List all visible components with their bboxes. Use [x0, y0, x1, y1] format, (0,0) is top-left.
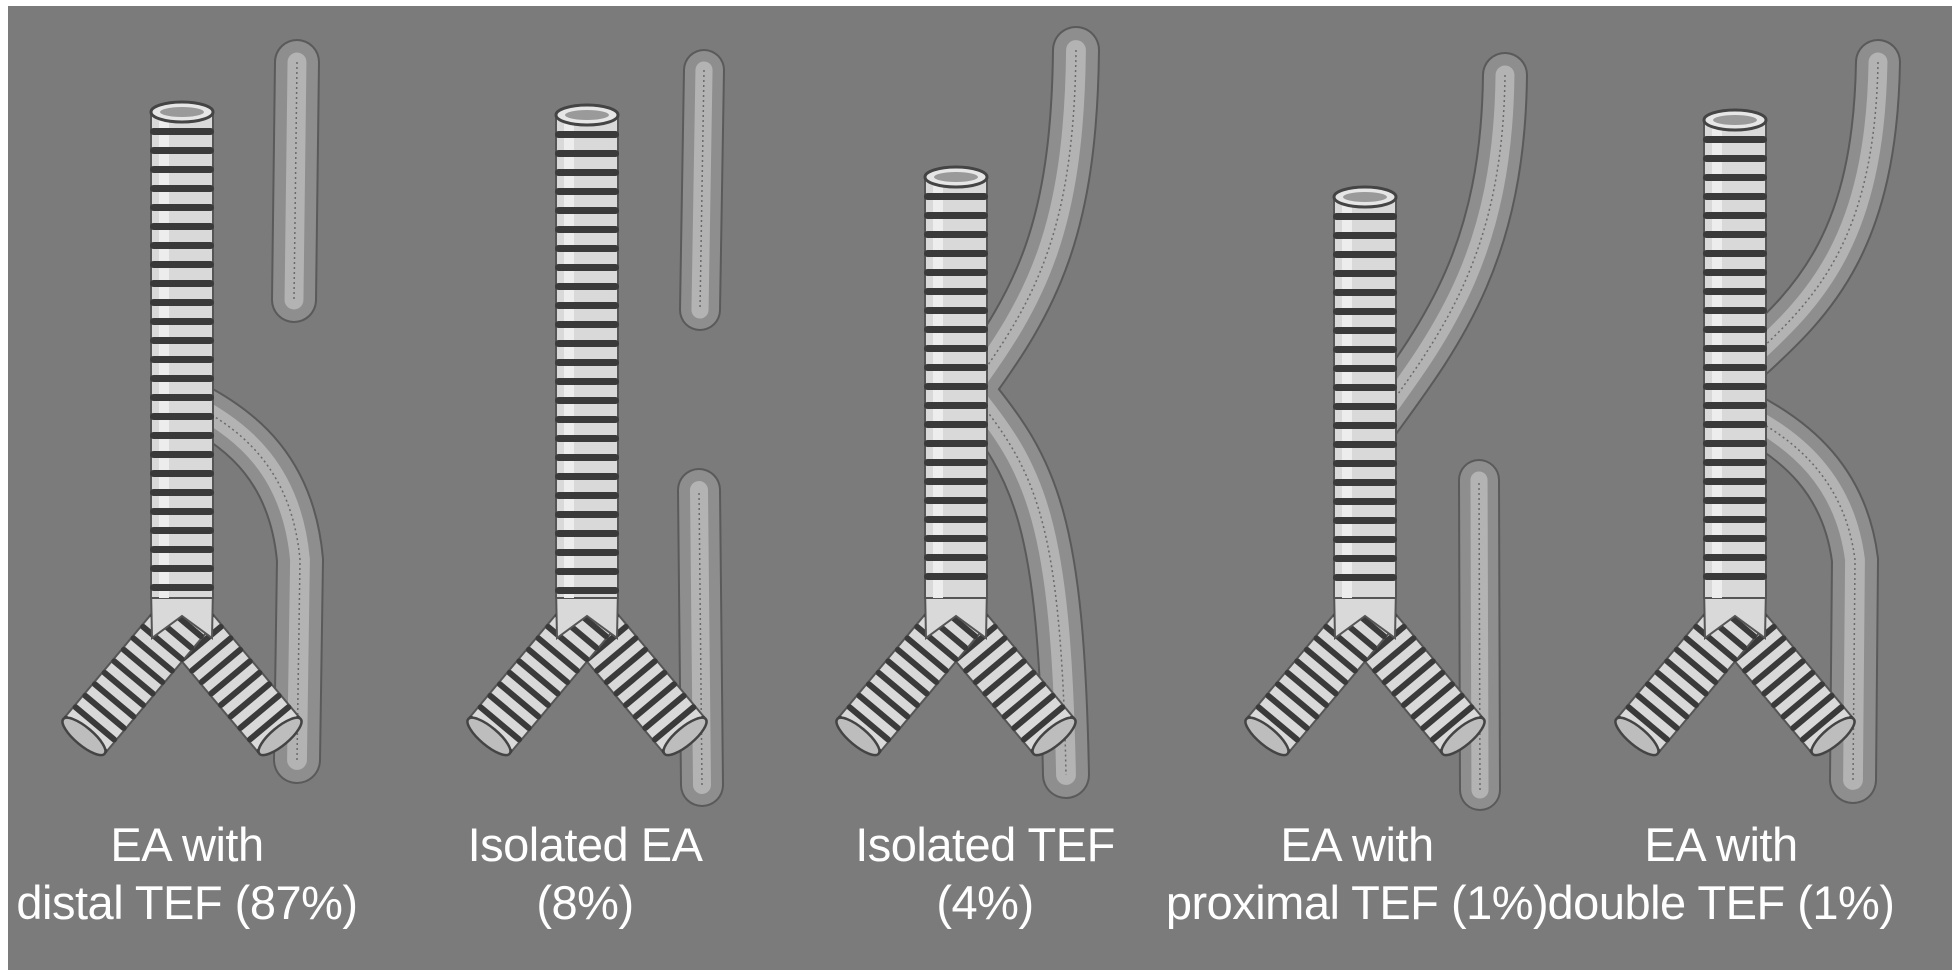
caption-line-1: Isolated EA — [375, 816, 795, 874]
caption-line-2: (8%) — [375, 874, 795, 932]
panel-distal — [57, 62, 308, 761]
upper-esophageal-pouch — [294, 62, 297, 300]
lower-esophageal-pouch — [699, 490, 702, 785]
caption-distal-tef: EA with distal TEF (87%) — [0, 816, 397, 932]
caption-line-2: distal TEF (87%) — [0, 874, 397, 932]
caption-isolated-ea: Isolated EA (8%) — [375, 816, 795, 932]
caption-line-1: EA with — [0, 816, 397, 874]
panel-isolated-ea — [462, 70, 713, 785]
caption-double-tef: EA with double TEF (1%) — [1511, 816, 1931, 932]
caption-line-2: double TEF (1%) — [1511, 874, 1931, 932]
trachea — [462, 105, 713, 761]
trachea — [1610, 110, 1861, 761]
panel-proximal — [1240, 75, 1505, 790]
caption-line-2: (4%) — [775, 874, 1195, 932]
caption-line-1: EA with — [1511, 816, 1931, 874]
upper-esophageal-pouch — [700, 70, 704, 310]
lower-esophageal-pouch — [1479, 480, 1480, 790]
upper-esophagus-proximal-fistula — [1379, 75, 1505, 420]
caption-proximal-tef: EA with proximal TEF (1%) — [1147, 816, 1567, 932]
caption-line-1: EA with — [1147, 816, 1567, 874]
upper-esophagus-proximal-fistula — [1749, 62, 1878, 360]
caption-line-1: Isolated TEF — [775, 816, 1195, 874]
panel-isolated-tef — [831, 50, 1082, 775]
caption-line-2: proximal TEF (1%) — [1147, 874, 1567, 932]
panel-double — [1610, 62, 1878, 780]
caption-isolated-tef: Isolated TEF (4%) — [775, 816, 1195, 932]
